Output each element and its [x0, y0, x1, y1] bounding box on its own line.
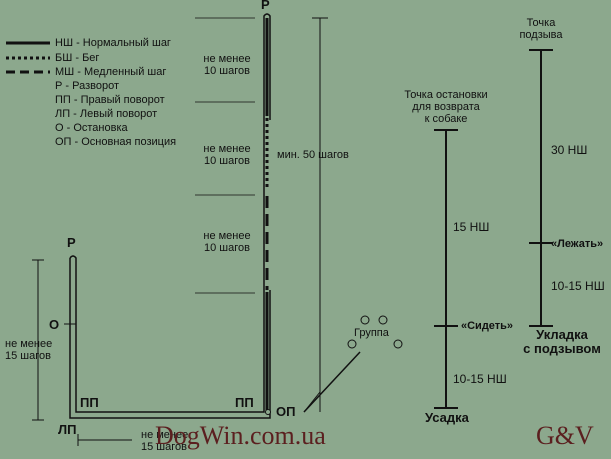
sit-step-label: 15 НШ: [453, 220, 490, 234]
sit-command-label: «Сидеть»: [461, 320, 514, 332]
start-position-label: ОП: [276, 404, 296, 419]
total-length-label: мин. 50 шагов: [277, 149, 349, 161]
group-person: [347, 339, 357, 349]
legend-item-base-position: ОП - Основная позиция: [55, 136, 177, 148]
sit-scheme-title: Усадка: [425, 410, 469, 425]
group-label: Группа: [354, 327, 389, 339]
group-person: [378, 315, 388, 325]
down-step-label-top: 30 НШ: [551, 143, 588, 157]
site-watermark: DogWin.com.ua: [155, 421, 326, 450]
right-turn-label-left: ПП: [80, 395, 99, 410]
legend-item-left-turn: ЛП - Левый поворот: [55, 108, 158, 120]
path-to-group: [303, 351, 361, 413]
group-person: [360, 315, 370, 325]
right-turn-label-right: ПП: [235, 395, 254, 410]
initials-watermark: G&V: [536, 421, 594, 450]
down-command-label: «Лежать»: [551, 238, 604, 250]
group-person: [393, 339, 403, 349]
legend-item-right-turn: ПП - Правый поворот: [55, 94, 165, 106]
legend-item-turnaround: Р - Разворот: [55, 80, 119, 92]
start-position-marker: [265, 409, 271, 415]
legend-item-run: БШ - Бег: [55, 52, 100, 64]
sit-bottom-step-label: 10-15 НШ: [453, 372, 507, 386]
left-turn-label: ЛП: [58, 422, 77, 437]
legend-item-normal-step: НШ - Нормальный шаг: [55, 37, 171, 49]
legend-item-stop: О - Остановка: [55, 122, 128, 134]
legend-item-slow-step: МШ - Медленный шаг: [55, 66, 167, 78]
turnaround-label-top: Р: [261, 0, 270, 12]
turnaround-label-left: Р: [67, 235, 76, 250]
stop-label: О: [49, 317, 60, 332]
route-path: [69, 13, 271, 419]
down-step-label-bottom: 10-15 НШ: [551, 279, 605, 293]
path-to-group-back: [303, 391, 321, 413]
